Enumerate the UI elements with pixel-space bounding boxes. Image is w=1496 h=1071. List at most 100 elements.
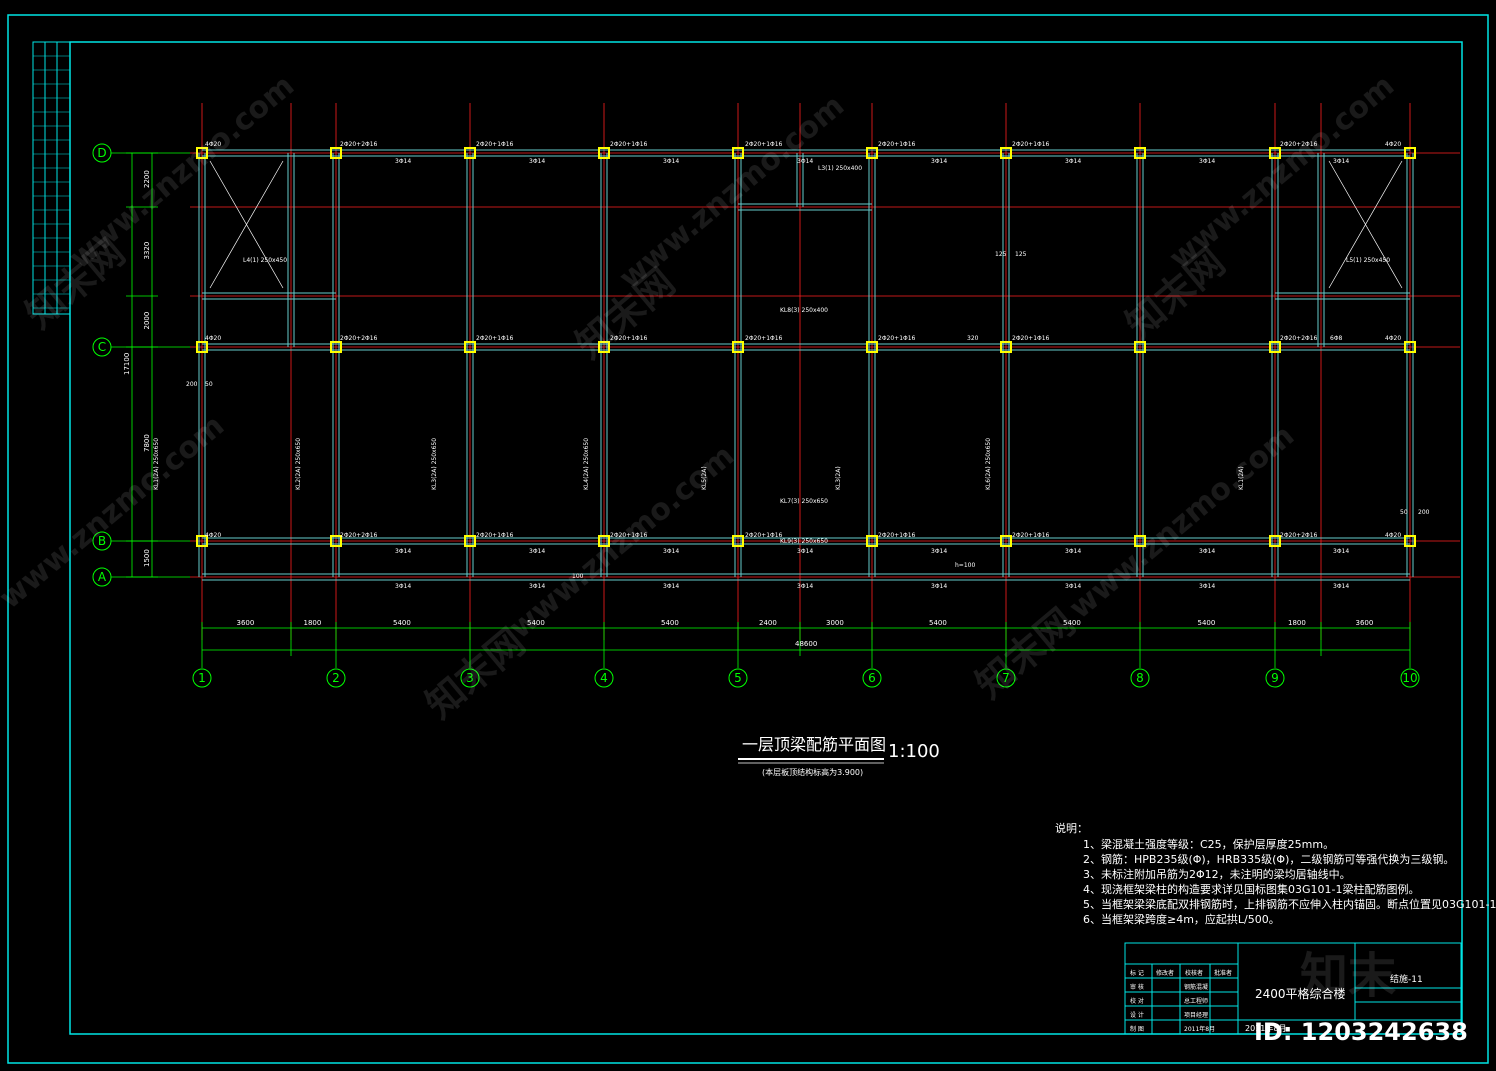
top-bar-label: 2Φ20+1Φ16 — [878, 141, 916, 148]
axis-label-row: A — [98, 570, 107, 584]
span-bar-label: 3Φ14 — [1333, 583, 1349, 590]
kl-beam-label: KL5(2A) — [701, 466, 708, 490]
mid-bar-label: 4Φ20 — [205, 335, 221, 342]
span-bar-label: 3Φ14 — [1199, 583, 1215, 590]
misc-annotation: 200 — [1418, 509, 1430, 516]
dim-text: 5400 — [661, 619, 679, 627]
note-item: 4、现浇框架梁柱的构造要求详见国标图集03G101-1梁柱配筋图例。 — [1083, 882, 1419, 896]
span-bar-label: 3Φ14 — [1065, 548, 1081, 555]
column-square — [598, 147, 610, 159]
dim-text: 2000 — [143, 312, 151, 330]
bottom-bar-label: 2Φ20+1Φ16 — [610, 532, 648, 539]
kl-beam-label: KL1(2A) 250x650 — [153, 438, 160, 490]
column-square — [464, 147, 476, 159]
misc-annotation: 6Φ8 — [1330, 335, 1343, 342]
column-square — [1000, 147, 1012, 159]
misc-annotation: 50 — [205, 381, 213, 388]
revision-strip-lines — [33, 55, 70, 309]
title-block-row: 标 记 — [1130, 969, 1144, 977]
watermark-id: ID: 1203242638 — [1254, 1018, 1468, 1046]
mid-bar-label: 2Φ20+2Φ16 — [1280, 335, 1318, 342]
column-square — [464, 535, 476, 547]
column-square — [1404, 341, 1416, 353]
misc-annotation: 50 — [1400, 509, 1408, 516]
span-bar-label: 3Φ14 — [395, 158, 411, 165]
note-item: 1、梁混凝土强度等级：C25，保护层厚度25mm。 — [1083, 837, 1334, 851]
column-square — [1269, 147, 1281, 159]
column-square — [330, 535, 342, 547]
column-square — [330, 341, 342, 353]
column-square — [1000, 535, 1012, 547]
bottom-bar-label: 4Φ20 — [1385, 532, 1401, 539]
note-item: 5、当框架梁梁底配双排钢筋时，上排钢筋不应伸入柱内锚固。断点位置见03G101-… — [1083, 897, 1496, 911]
bottom-bar-label: 2Φ20+1Φ16 — [745, 532, 783, 539]
title-block-head: 修改者 — [1156, 969, 1174, 977]
mid-bar-label: 2Φ20+1Φ16 — [476, 335, 514, 342]
span-bar-label: 3Φ14 — [1333, 548, 1349, 555]
bottom-bar-label: 2Φ20+2Φ16 — [1280, 532, 1318, 539]
l-beam-label: L5(1) 250x450 — [1346, 257, 1390, 264]
misc-annotation: 125 — [995, 251, 1007, 258]
top-bar-label: 4Φ20 — [205, 141, 221, 148]
l-beam-label: L3(1) 250x400 — [818, 165, 862, 172]
note-item: 3、未标注附加吊筋为2Φ12，未注明的梁均居轴线中。 — [1083, 867, 1351, 881]
mid-bar-label: 2Φ20+1Φ16 — [1012, 335, 1050, 342]
dim-text: 5400 — [1063, 619, 1081, 627]
watermark-url: www.znzmo.com — [613, 88, 851, 296]
axis-label-column: 6 — [868, 671, 876, 685]
column-square — [196, 341, 208, 353]
inner-frame — [69, 41, 1463, 1035]
drawing-date: 2011年8月 — [1245, 1023, 1286, 1033]
l-beam-label: KL7(3) 250x650 — [780, 498, 828, 505]
mid-bar-label: 4Φ20 — [1385, 335, 1401, 342]
stair-cross — [1328, 160, 1403, 289]
watermark-logo: 知末 — [1300, 948, 1396, 1004]
outer-frame — [7, 14, 1489, 1064]
span-bar-label: 3Φ14 — [529, 548, 545, 555]
axis-bubble — [92, 337, 112, 357]
axis-label-row: B — [98, 534, 106, 548]
bottom-bar-label: 2Φ20+1Φ16 — [1012, 532, 1050, 539]
kl-beam-label: KL3(2A) 250x650 — [431, 438, 438, 490]
column-square — [464, 341, 476, 353]
axis-label-row: D — [97, 146, 106, 160]
axis-label-column: 10 — [1402, 671, 1417, 685]
watermark-text: 知末网 — [968, 600, 1084, 707]
kl-beam-label: KL3(2A) — [835, 466, 842, 490]
note-item: 2、钢筋：HPB235级(Φ)，HRB335级(Φ)，二级钢筋可等强代换为三级钢… — [1083, 852, 1454, 866]
kl-beam-label: KL4(2A) 250x650 — [583, 438, 590, 490]
axis-label-column: 7 — [1002, 671, 1010, 685]
top-bar-label: 2Φ20+2Φ16 — [1280, 141, 1318, 148]
watermark-url: www.znzmo.com — [1063, 418, 1301, 626]
axis-bubble — [92, 567, 112, 587]
dim-text: 1500 — [143, 549, 151, 567]
span-bar-label: 3Φ14 — [797, 583, 813, 590]
dim-text: 2400 — [759, 619, 777, 627]
misc-annotation: h=100 — [955, 562, 975, 569]
watermark-url: www.znzmo.com — [0, 408, 231, 616]
column-square — [732, 147, 744, 159]
axis-bubble — [728, 668, 748, 688]
axis-bubble — [326, 668, 346, 688]
dim-text: 7800 — [143, 434, 151, 452]
axis-label-column: 9 — [1271, 671, 1279, 685]
notes-heading: 说明： — [1055, 821, 1088, 835]
title-block — [1124, 942, 1462, 1035]
top-bar-label: 2Φ20+1Φ16 — [1012, 141, 1050, 148]
dim-text: 3600 — [1356, 619, 1374, 627]
span-bar-label: 3Φ14 — [395, 583, 411, 590]
stair-cross — [209, 160, 284, 289]
axis-bubble — [1265, 668, 1285, 688]
project-name: 2400平格综合楼 — [1255, 986, 1346, 1001]
l-beam-label: KL8(3) 250x400 — [780, 307, 828, 314]
top-bar-label: 2Φ20+2Φ16 — [340, 141, 378, 148]
title-block-row: 制 图 — [1130, 1025, 1144, 1033]
dim-total: 17100 — [123, 353, 131, 375]
mid-bar-label: 2Φ20+2Φ16 — [340, 335, 378, 342]
column-square — [1134, 535, 1146, 547]
top-bar-label: 2Φ20+1Φ16 — [476, 141, 514, 148]
dim-text: 3000 — [826, 619, 844, 627]
column-square — [866, 535, 878, 547]
span-bar-label: 3Φ14 — [1333, 158, 1349, 165]
dim-text: 5400 — [527, 619, 545, 627]
